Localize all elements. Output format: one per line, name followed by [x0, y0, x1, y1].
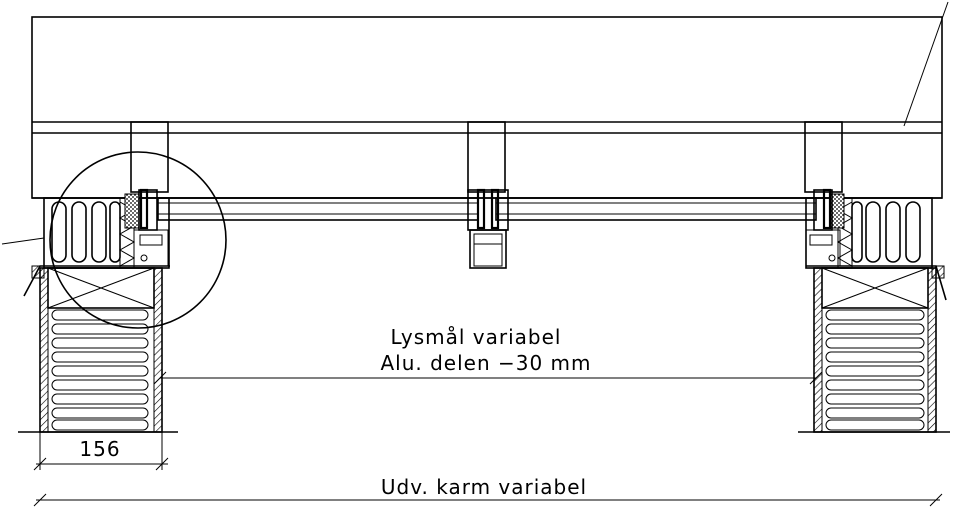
center-mullion — [467, 188, 509, 269]
detail-circle — [49, 151, 227, 329]
dimension-lines — [33, 371, 943, 507]
glazing-panels — [157, 197, 817, 221]
lysmaal-label: Lysmål variabel — [391, 325, 562, 349]
alu-delen-label: Alu. delen −30 mm — [380, 351, 591, 375]
udv-karm-label: Udv. karm variabel — [381, 475, 587, 499]
right-frame — [798, 188, 950, 433]
left-frame — [18, 188, 178, 433]
leader-lines — [1, 1, 949, 245]
dim-156-label: 156 — [79, 437, 120, 461]
